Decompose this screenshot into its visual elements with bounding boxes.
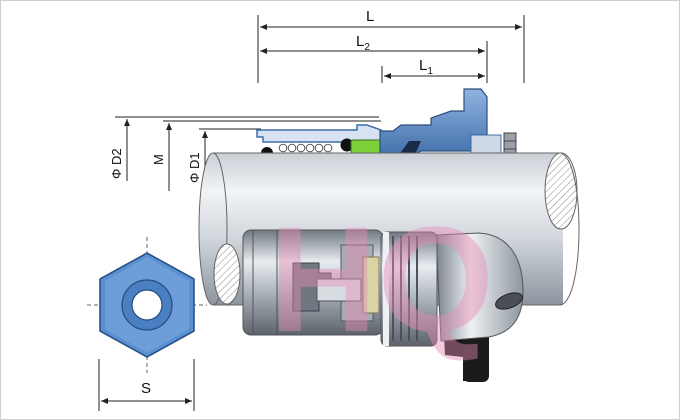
label-L1: L1 [419, 57, 433, 77]
seal-cross-section [256, 88, 517, 160]
seal-assembly [242, 229, 524, 382]
label-S: S [141, 380, 151, 397]
label-L: L [366, 8, 374, 25]
watermark: HQ [269, 195, 494, 363]
hex-end-view [87, 237, 207, 373]
label-D1: Φ D1 [187, 152, 202, 183]
label-D2: Φ D2 [109, 148, 124, 179]
label-L2: L2 [356, 33, 370, 53]
label-M: M [151, 154, 166, 165]
